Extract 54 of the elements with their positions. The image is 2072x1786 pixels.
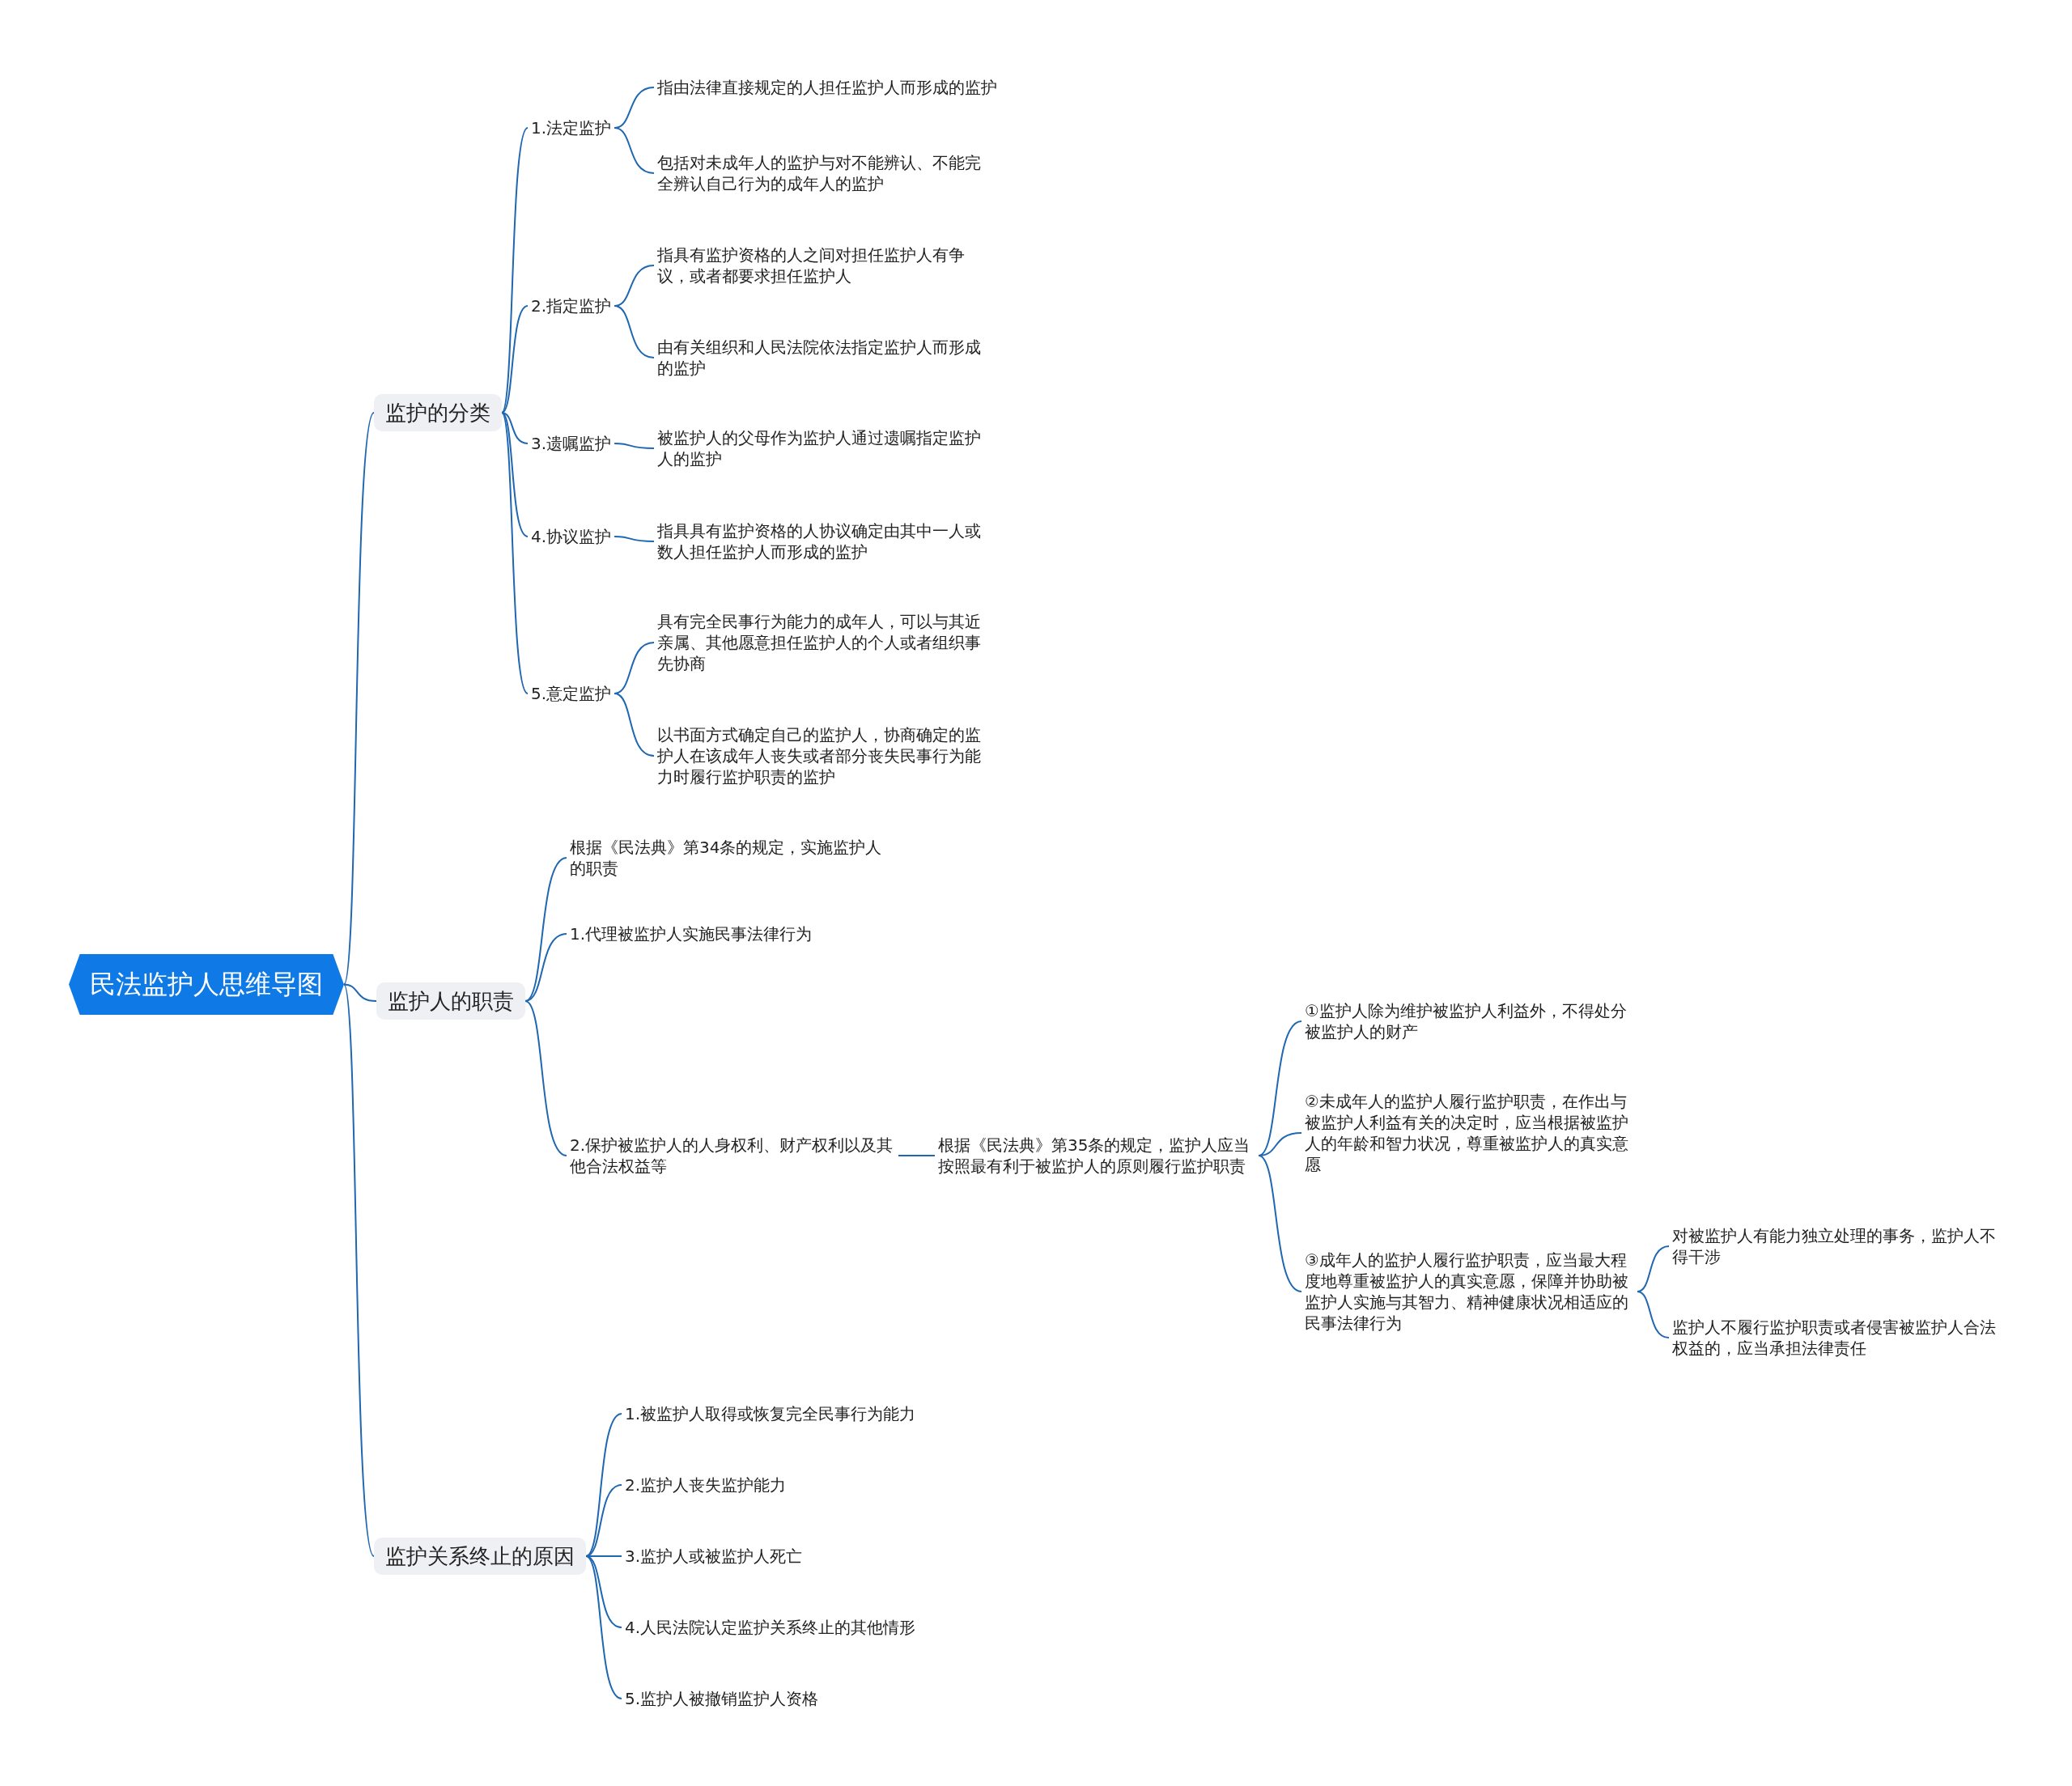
- subtopic-text: 3.监护人或被监护人死亡: [622, 1546, 806, 1567]
- note-text: 具有完全民事行为能力的成年人，可以与其近亲属、其他愿意担任监护人的个人或者组织事先协商: [654, 611, 990, 674]
- connector: [343, 983, 377, 1002]
- central-topic: 民法监护人思维导图: [69, 954, 344, 1015]
- connector: [1637, 1291, 1670, 1338]
- note-text: 以书面方式确定自己的监护人，协商确定的监护人在该成年人丧失或者部分丧失民事行为能力时履行监护职责的监护: [654, 724, 990, 787]
- connector: [524, 1000, 567, 1156]
- connector: [614, 693, 655, 757]
- note-text: 指由法律直接规定的人担任监护人而形成的监护: [654, 77, 1010, 98]
- connector: [1258, 1020, 1302, 1156]
- connector: [614, 443, 655, 449]
- connector: [898, 1155, 936, 1156]
- connector: [1258, 1155, 1302, 1292]
- subtopic-text: 1.被监护人取得或恢复完全民事行为能力: [622, 1403, 919, 1424]
- topic-box: 监护的分类: [374, 394, 502, 431]
- note-text: 根据《民法典》第35条的规定，监护人应当按照最有利于被监护人的原则履行监护职责: [935, 1135, 1259, 1177]
- connector: [501, 412, 529, 444]
- subtopic-text: 3.遗嘱监护: [528, 433, 615, 454]
- connector: [343, 412, 375, 986]
- subtopic-text: 1.代理被监护人实施民事法律行为: [567, 923, 816, 944]
- note-text: 对被监护人有能力独立处理的事务，监护人不得干涉: [1669, 1225, 2009, 1267]
- topic-box: 监护关系终止的原因: [374, 1538, 586, 1575]
- connector: [614, 127, 655, 174]
- subtopic-text: 4.人民法院认定监护关系终止的其他情形: [622, 1617, 919, 1638]
- note-text: 由有关组织和人民法院依法指定监护人而形成的监护: [654, 337, 990, 379]
- connector: [501, 127, 529, 414]
- connector: [585, 1484, 622, 1557]
- connector: [524, 857, 567, 1002]
- subtopic-text: 5.监护人被撤销监护人资格: [622, 1688, 822, 1709]
- connector: [585, 1555, 622, 1699]
- subtopic-text: 1.法定监护: [528, 117, 615, 138]
- note-text: 包括对未成年人的监护与对不能辨认、不能完全辨认自己行为的成年人的监护: [654, 152, 990, 194]
- connector: [1258, 1132, 1302, 1156]
- connector: [614, 536, 655, 542]
- note-text: 指具有监护资格的人之间对担任监护人有争议，或者都要求担任监护人: [654, 244, 990, 286]
- subtopic-text: 2.指定监护: [528, 295, 615, 316]
- connector: [501, 305, 529, 414]
- subtopic-text: 4.协议监护: [528, 526, 615, 547]
- note-text: ①监护人除为维护被监护人利益外，不得处分被监护人的财产: [1301, 1000, 1637, 1042]
- note-text: 指具具有监护资格的人协议确定由其中一人或数人担任监护人而形成的监护: [654, 520, 990, 562]
- connector: [524, 933, 567, 1002]
- topic-box: 监护人的职责: [376, 982, 525, 1020]
- subtopic-text: 5.意定监护: [528, 683, 615, 704]
- connector: [501, 412, 529, 537]
- note-text: 监护人不履行监护职责或者侵害被监护人合法权益的，应当承担法律责任: [1669, 1317, 2009, 1359]
- note-text: 被监护人的父母作为监护人通过遗嘱指定监护人的监护: [654, 427, 990, 469]
- note-text: 2.保护被监护人的人身权利、财产权利以及其他合法权益等: [567, 1135, 898, 1177]
- note-text: ②未成年人的监护人履行监护职责，在作出与被监护人利益有关的决定时，应当根据被监护人的年龄和智力状况，尊重被监护人的真实意愿: [1301, 1091, 1637, 1175]
- connector: [501, 412, 529, 694]
- note-text: 根据《民法典》第34条的规定，实施监护人的职责: [567, 837, 890, 879]
- subtopic-text: 2.监护人丧失监护能力: [622, 1474, 790, 1495]
- connector: [343, 983, 375, 1557]
- note-text: ③成年人的监护人履行监护职责，应当最大程度地尊重被监护人的真实意愿，保障并协助被监护人实施与其智力、精神健康状况相适应的民事法律行为: [1301, 1249, 1637, 1334]
- connector: [614, 305, 655, 358]
